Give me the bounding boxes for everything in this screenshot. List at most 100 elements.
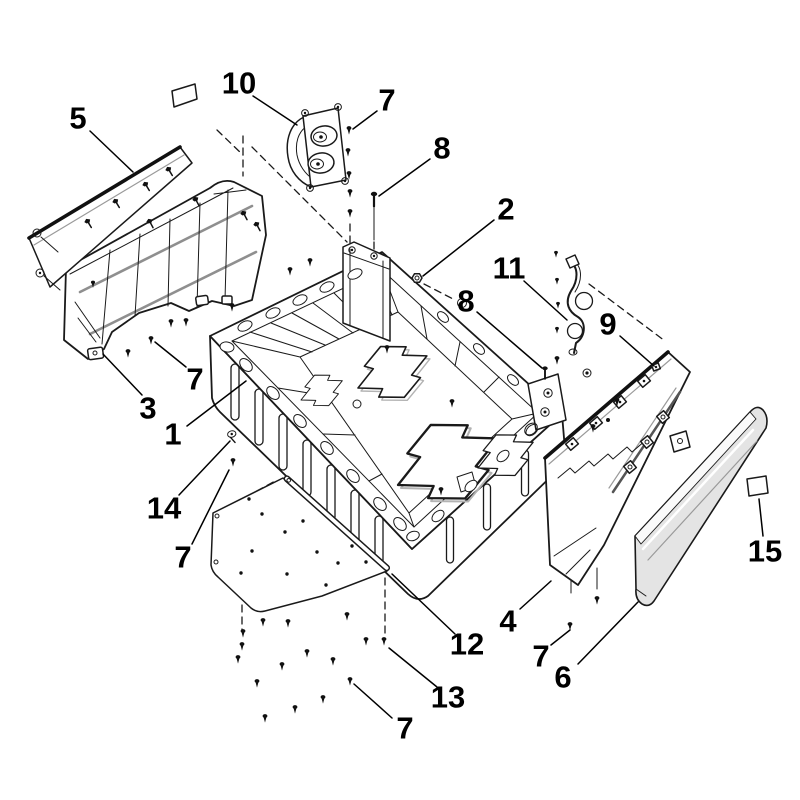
screw-icon [363,637,369,646]
clip-icon [227,430,237,444]
leader-line-9-7 [619,335,655,367]
callout-label-14-11: 14 [147,491,182,526]
callout-label-7-2: 7 [378,83,395,118]
screw-icon [230,458,236,467]
screw-icon [168,319,174,328]
leader-line-8-6 [476,311,543,369]
rail-end-bracket [524,373,567,436]
cargo-box-part [209,241,567,600]
box-rib [302,439,312,497]
screw-icon [554,356,560,365]
screw-icon [347,677,353,686]
callout-label-12-13: 12 [450,627,484,662]
leader-line-10-1 [252,95,298,126]
leader-line-7-17 [550,629,571,646]
screw-icon [235,655,241,664]
left-outer-panel-part [27,145,193,291]
right-inner-panel-part [543,350,691,586]
callout-label-1-10: 1 [164,417,181,452]
screw-icon [125,349,131,358]
screw-icon [345,148,351,157]
screw-icon [148,336,154,345]
box-rib [278,413,288,471]
callout-label-13-14: 13 [431,680,465,715]
screw-icon [381,637,387,646]
leader-line-6-18 [577,601,639,665]
screw-icon [183,318,189,327]
mount-bracket-part [286,103,349,192]
screw-icon [556,301,560,309]
callout-label-4-16: 4 [499,604,517,639]
leader-line-7-8 [154,341,187,368]
callout-label-8-6: 8 [457,284,474,319]
screw-icon [254,679,260,688]
screw-icon [285,619,291,628]
callout-label-7-12: 7 [174,540,191,575]
support-strip-part [283,475,391,572]
screw-icon [292,705,298,714]
box-rib [520,449,530,497]
screw-icon [330,657,336,666]
callout-label-2-4: 2 [497,192,514,227]
box-rib [445,516,455,564]
screw-icon [229,303,235,312]
screw-icon [347,189,353,198]
leader-line-15-19 [758,498,764,537]
screw-icon [594,596,600,605]
screw-icon [555,326,559,334]
screw-icon [554,250,558,258]
screw-icon [239,642,245,651]
assembly-guide-lines [216,129,666,634]
leader-line-4-16 [519,580,552,610]
leader-line-3-9 [102,353,143,396]
screw-icon [346,126,352,135]
rim-holes [219,268,559,542]
fasteners [90,126,662,723]
box-rib [254,388,264,446]
leader-line-7-2 [352,110,378,130]
decal-placard [746,475,769,497]
bolt-icon [370,191,378,208]
screw-icon [555,277,559,285]
callout-label-9-7: 9 [599,307,616,342]
callout-label-3-9: 3 [139,391,156,426]
leader-line-8-3 [378,158,431,197]
leader-line-13-14 [388,647,438,688]
screw-icon [240,629,246,638]
screw-icon [347,209,353,218]
callout-label-11-5: 11 [493,251,526,286]
box-rib [482,483,492,531]
decal-placard [171,83,198,108]
leader-line-5-0 [89,130,134,173]
floor-access-panel-part [210,477,388,613]
decal-labels [171,83,769,497]
nut-icon [411,272,423,284]
screw-icon [262,714,268,723]
callout-label-5-0: 5 [69,101,86,136]
callout-label-15-19: 15 [748,534,782,569]
leader-line-7-15 [353,683,393,719]
screw-icon [279,662,285,671]
callout-label-7-17: 7 [532,639,549,674]
leader-line-11-5 [523,280,568,321]
screw-icon [304,649,310,658]
leader-line-14-11 [178,440,231,496]
latch-strap-part [554,250,594,356]
screw-icon [344,612,350,621]
callout-label-10-1: 10 [222,66,256,101]
leader-line-1-10 [186,380,247,427]
left-inner-panel-part [63,179,267,361]
screw-icon [307,258,313,267]
leader-line-7-12 [191,469,230,545]
screw-icon [287,267,293,276]
callout-label-6-18: 6 [554,660,571,695]
right-outer-panel-part [634,406,768,607]
callout-label-7-8: 7 [186,362,203,397]
leader-line-2-4 [422,219,495,277]
screw-icon [320,695,326,704]
callout-label-8-3: 8 [433,131,450,166]
leader-line-12-13 [391,573,456,635]
